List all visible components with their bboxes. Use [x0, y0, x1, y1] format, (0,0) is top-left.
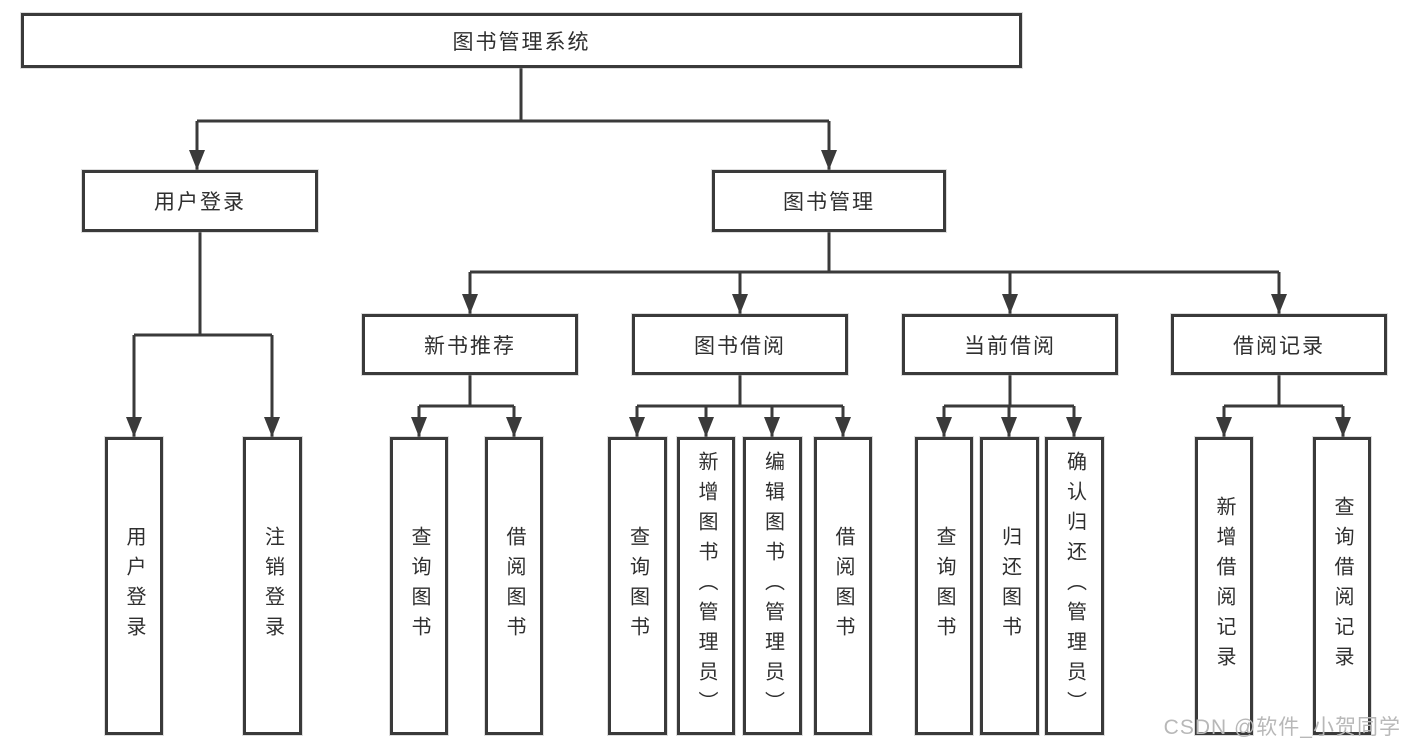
leaf-rec-query-books: 查询图书: [390, 437, 448, 735]
leaf-logout: 注销登录: [243, 437, 302, 735]
leaf-bb-edit-books-admin: 编辑图书（管理员）: [743, 437, 802, 735]
node-book-mgmt: 图书管理: [712, 170, 946, 232]
root-branch-connector: [189, 68, 837, 170]
node-root-label: 图书管理系统: [452, 30, 591, 54]
leaf-bb-query-books-label: 查询图书: [626, 526, 649, 646]
book-mgmt-fan-connector: [462, 232, 1287, 314]
leaf-br-add-record-label: 新增借阅记录: [1213, 496, 1235, 676]
leaf-cb-return-books: 归还图书: [980, 437, 1039, 735]
borrow-records-fan-connector: [1216, 375, 1351, 437]
node-current-borrow-label: 当前借阅: [964, 334, 1056, 358]
user-login-fan-connector: [126, 232, 280, 437]
leaf-user-login-label: 用户登录: [123, 526, 145, 646]
leaf-bb-query-books: 查询图书: [608, 437, 667, 735]
book-borrow-fan-connector: [629, 375, 851, 437]
leaf-cb-return-books-label: 归还图书: [998, 526, 1021, 646]
new-book-rec-fan-connector: [411, 375, 522, 437]
node-book-borrow: 图书借阅: [632, 314, 848, 375]
csdn-watermark: CSDN @软件_小贺同学: [1163, 716, 1401, 739]
node-book-borrow-label: 图书借阅: [694, 334, 786, 358]
leaf-rec-borrow-books: 借阅图书: [485, 437, 543, 735]
node-book-mgmt-label: 图书管理: [783, 191, 875, 214]
node-current-borrow: 当前借阅: [902, 314, 1118, 375]
node-root: 图书管理系统: [21, 13, 1022, 68]
leaf-bb-edit-books-admin-label: 编辑图书（管理员）: [761, 451, 784, 721]
leaf-br-query-record-label: 查询借阅记录: [1331, 496, 1353, 676]
node-new-book-rec: 新书推荐: [362, 314, 578, 375]
leaf-br-add-record: 新增借阅记录: [1195, 437, 1253, 735]
leaf-rec-query-books-label: 查询图书: [408, 526, 430, 646]
leaf-bb-add-books-admin: 新增图书（管理员）: [677, 437, 735, 735]
leaf-cb-query-books-label: 查询图书: [933, 526, 955, 646]
current-borrow-fan-connector: [936, 375, 1082, 437]
node-borrow-records: 借阅记录: [1171, 314, 1387, 375]
leaf-logout-label: 注销登录: [261, 526, 284, 646]
leaf-bb-borrow-books-label: 借阅图书: [832, 526, 854, 646]
leaf-bb-add-books-admin-label: 新增图书（管理员）: [695, 451, 717, 721]
leaf-cb-query-books: 查询图书: [915, 437, 973, 735]
leaf-rec-borrow-books-label: 借阅图书: [503, 526, 525, 646]
leaf-br-query-record: 查询借阅记录: [1313, 437, 1371, 735]
node-new-book-rec-label: 新书推荐: [424, 334, 516, 358]
leaf-cb-confirm-return-admin-label: 确认归还（管理员）: [1063, 451, 1086, 721]
leaf-cb-confirm-return-admin: 确认归还（管理员）: [1045, 437, 1104, 735]
node-user-login-label: 用户登录: [154, 191, 246, 214]
leaf-bb-borrow-books: 借阅图书: [814, 437, 872, 735]
node-user-login: 用户登录: [82, 170, 318, 232]
leaf-user-login: 用户登录: [105, 437, 163, 735]
node-borrow-records-label: 借阅记录: [1233, 334, 1325, 358]
